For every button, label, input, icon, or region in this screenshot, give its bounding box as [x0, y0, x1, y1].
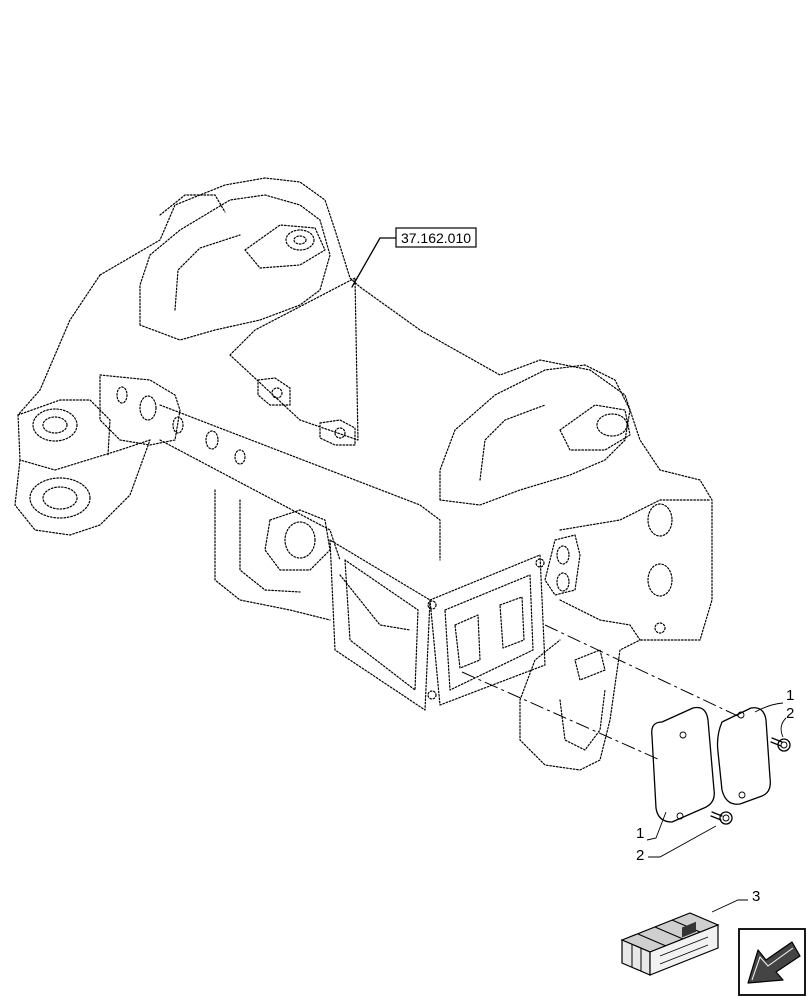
- callout-label: 3: [752, 888, 760, 905]
- assembly-axis-lower: [461, 671, 661, 761]
- callout-label: 1: [786, 687, 794, 704]
- assembly-axis-upper: [544, 624, 743, 719]
- axle-support-frame: [14, 177, 713, 771]
- callout-bolt-right[interactable]: 2: [780, 705, 794, 738]
- bolt-left-part: [710, 811, 733, 825]
- callout-label: 2: [786, 705, 794, 722]
- reference-callout[interactable]: 37.162.010: [351, 227, 477, 288]
- callout-cover-plate-right[interactable]: 1: [754, 687, 794, 713]
- direction-arrow-icon[interactable]: [738, 928, 806, 996]
- callout-kit-box[interactable]: 3: [711, 888, 760, 913]
- kit-crate-icon: [620, 912, 720, 976]
- cover-plate-right-part: [716, 707, 771, 805]
- reference-number: 37.162.010: [401, 230, 471, 246]
- cover-plate-left-part: [651, 706, 715, 823]
- callout-bolt-left[interactable]: 2: [636, 825, 717, 864]
- callout-label: 2: [636, 847, 644, 864]
- callout-cover-plate-left[interactable]: 1: [636, 811, 667, 842]
- callout-label: 1: [636, 825, 644, 842]
- bolt-right-part: [770, 737, 791, 752]
